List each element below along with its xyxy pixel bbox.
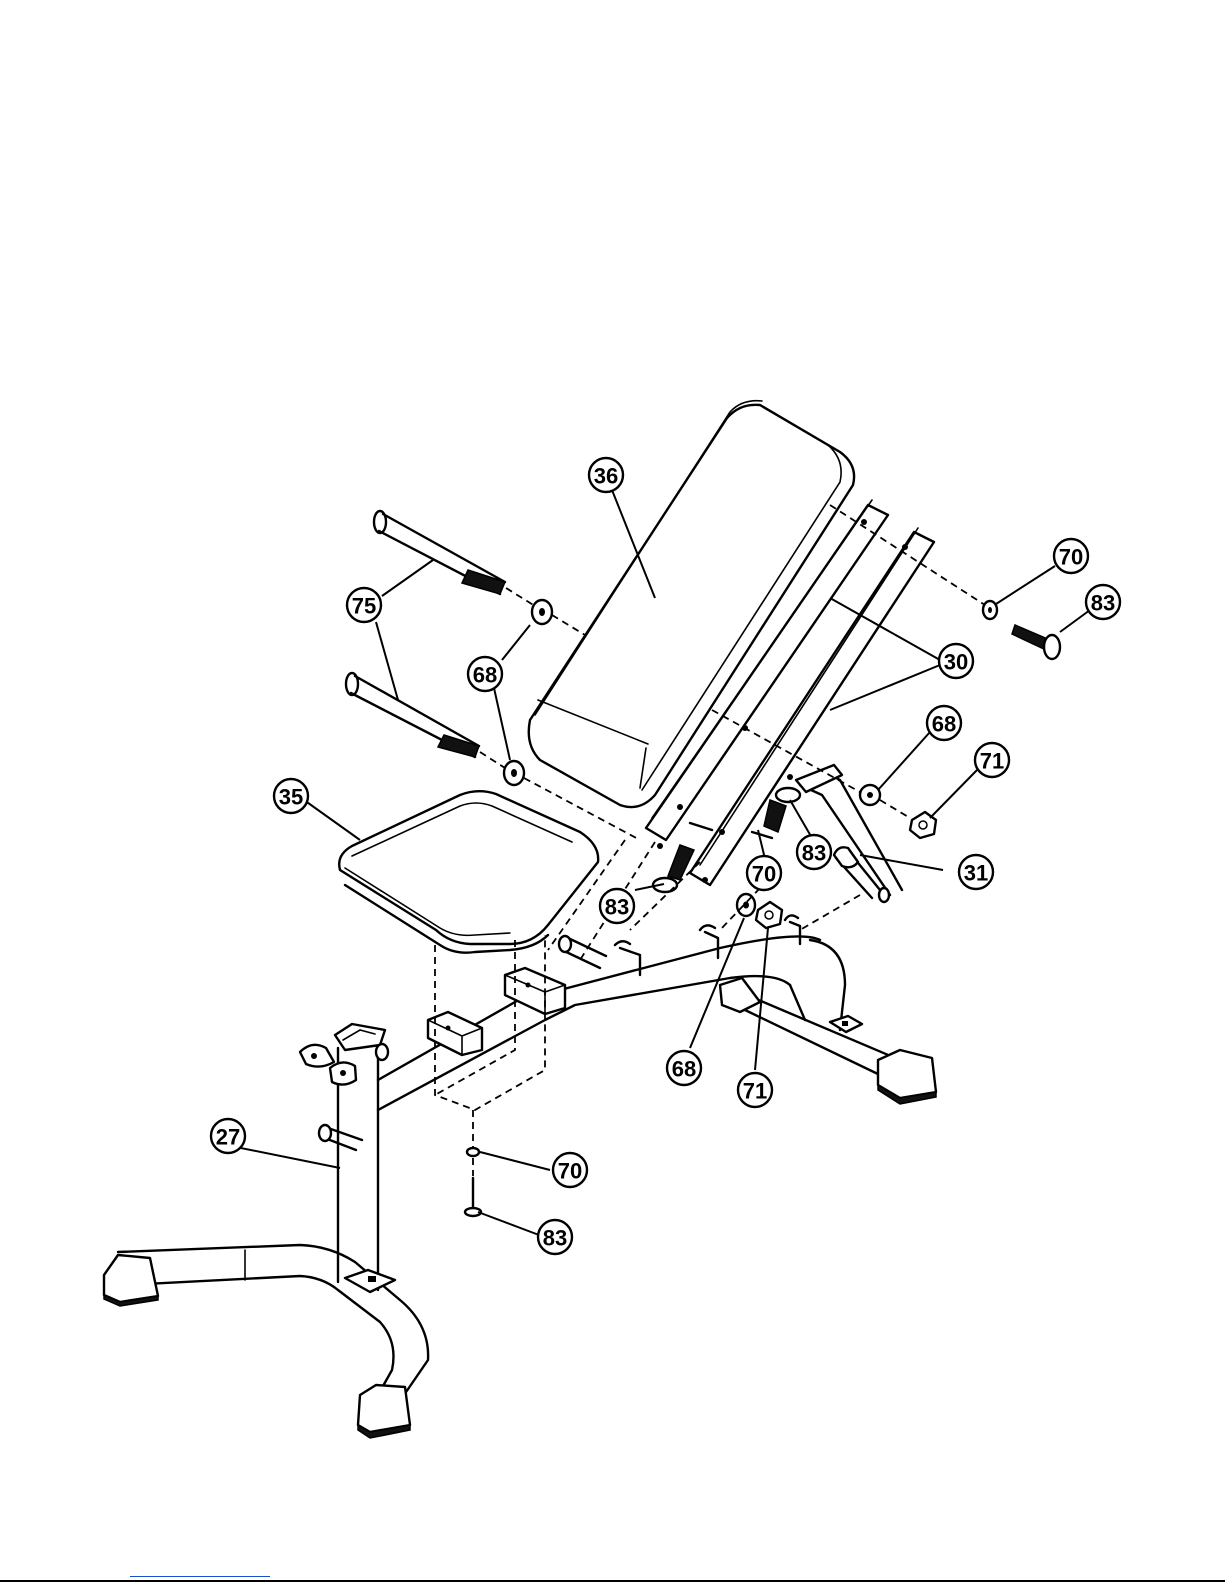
callout-71-right: 71 xyxy=(975,743,1009,777)
svg-text:68: 68 xyxy=(932,712,956,737)
callout-70-bottom: 70 xyxy=(553,1153,587,1187)
callout-35: 35 xyxy=(274,779,308,813)
svg-text:70: 70 xyxy=(558,1159,582,1184)
svg-text:83: 83 xyxy=(605,895,629,920)
svg-text:71: 71 xyxy=(743,1079,767,1104)
callout-83-middle: 83 xyxy=(797,835,831,869)
callout-83-left: 83 xyxy=(600,889,634,923)
callout-70-top-right: 70 xyxy=(1054,539,1088,573)
svg-text:83: 83 xyxy=(1091,591,1115,616)
svg-text:83: 83 xyxy=(802,841,826,866)
base-frame-27 xyxy=(104,915,936,1438)
svg-text:31: 31 xyxy=(964,861,988,886)
long-bolts-75 xyxy=(346,511,505,757)
seat-pad-35 xyxy=(339,791,598,952)
callout-83-bottom: 83 xyxy=(538,1220,572,1254)
callout-31: 31 xyxy=(959,855,993,889)
svg-text:35: 35 xyxy=(279,785,303,810)
callout-68-right: 68 xyxy=(927,706,961,740)
callout-83-top-right: 83 xyxy=(1086,585,1120,619)
callout-75-upper: 75 xyxy=(347,588,381,622)
callout-36: 36 xyxy=(589,458,623,492)
svg-text:68: 68 xyxy=(473,663,497,688)
svg-text:71: 71 xyxy=(980,749,1004,774)
svg-text:30: 30 xyxy=(944,650,968,675)
svg-text:83: 83 xyxy=(543,1226,567,1251)
callout-27: 27 xyxy=(211,1119,245,1153)
svg-text:75: 75 xyxy=(352,594,376,619)
callout-68-left: 68 xyxy=(468,657,502,691)
page-bottom-rule xyxy=(0,1580,1225,1582)
svg-text:70: 70 xyxy=(752,862,776,887)
svg-text:27: 27 xyxy=(216,1125,240,1150)
callout-70-middle: 70 xyxy=(747,856,781,890)
svg-text:36: 36 xyxy=(594,464,618,489)
callout-71-bottom: 71 xyxy=(738,1073,772,1107)
svg-text:68: 68 xyxy=(672,1057,696,1082)
callout-68-bottom: 68 xyxy=(667,1051,701,1085)
svg-text:70: 70 xyxy=(1059,545,1083,570)
callout-30: 30 xyxy=(939,644,973,678)
page-bottom-link-underline xyxy=(130,1576,270,1577)
